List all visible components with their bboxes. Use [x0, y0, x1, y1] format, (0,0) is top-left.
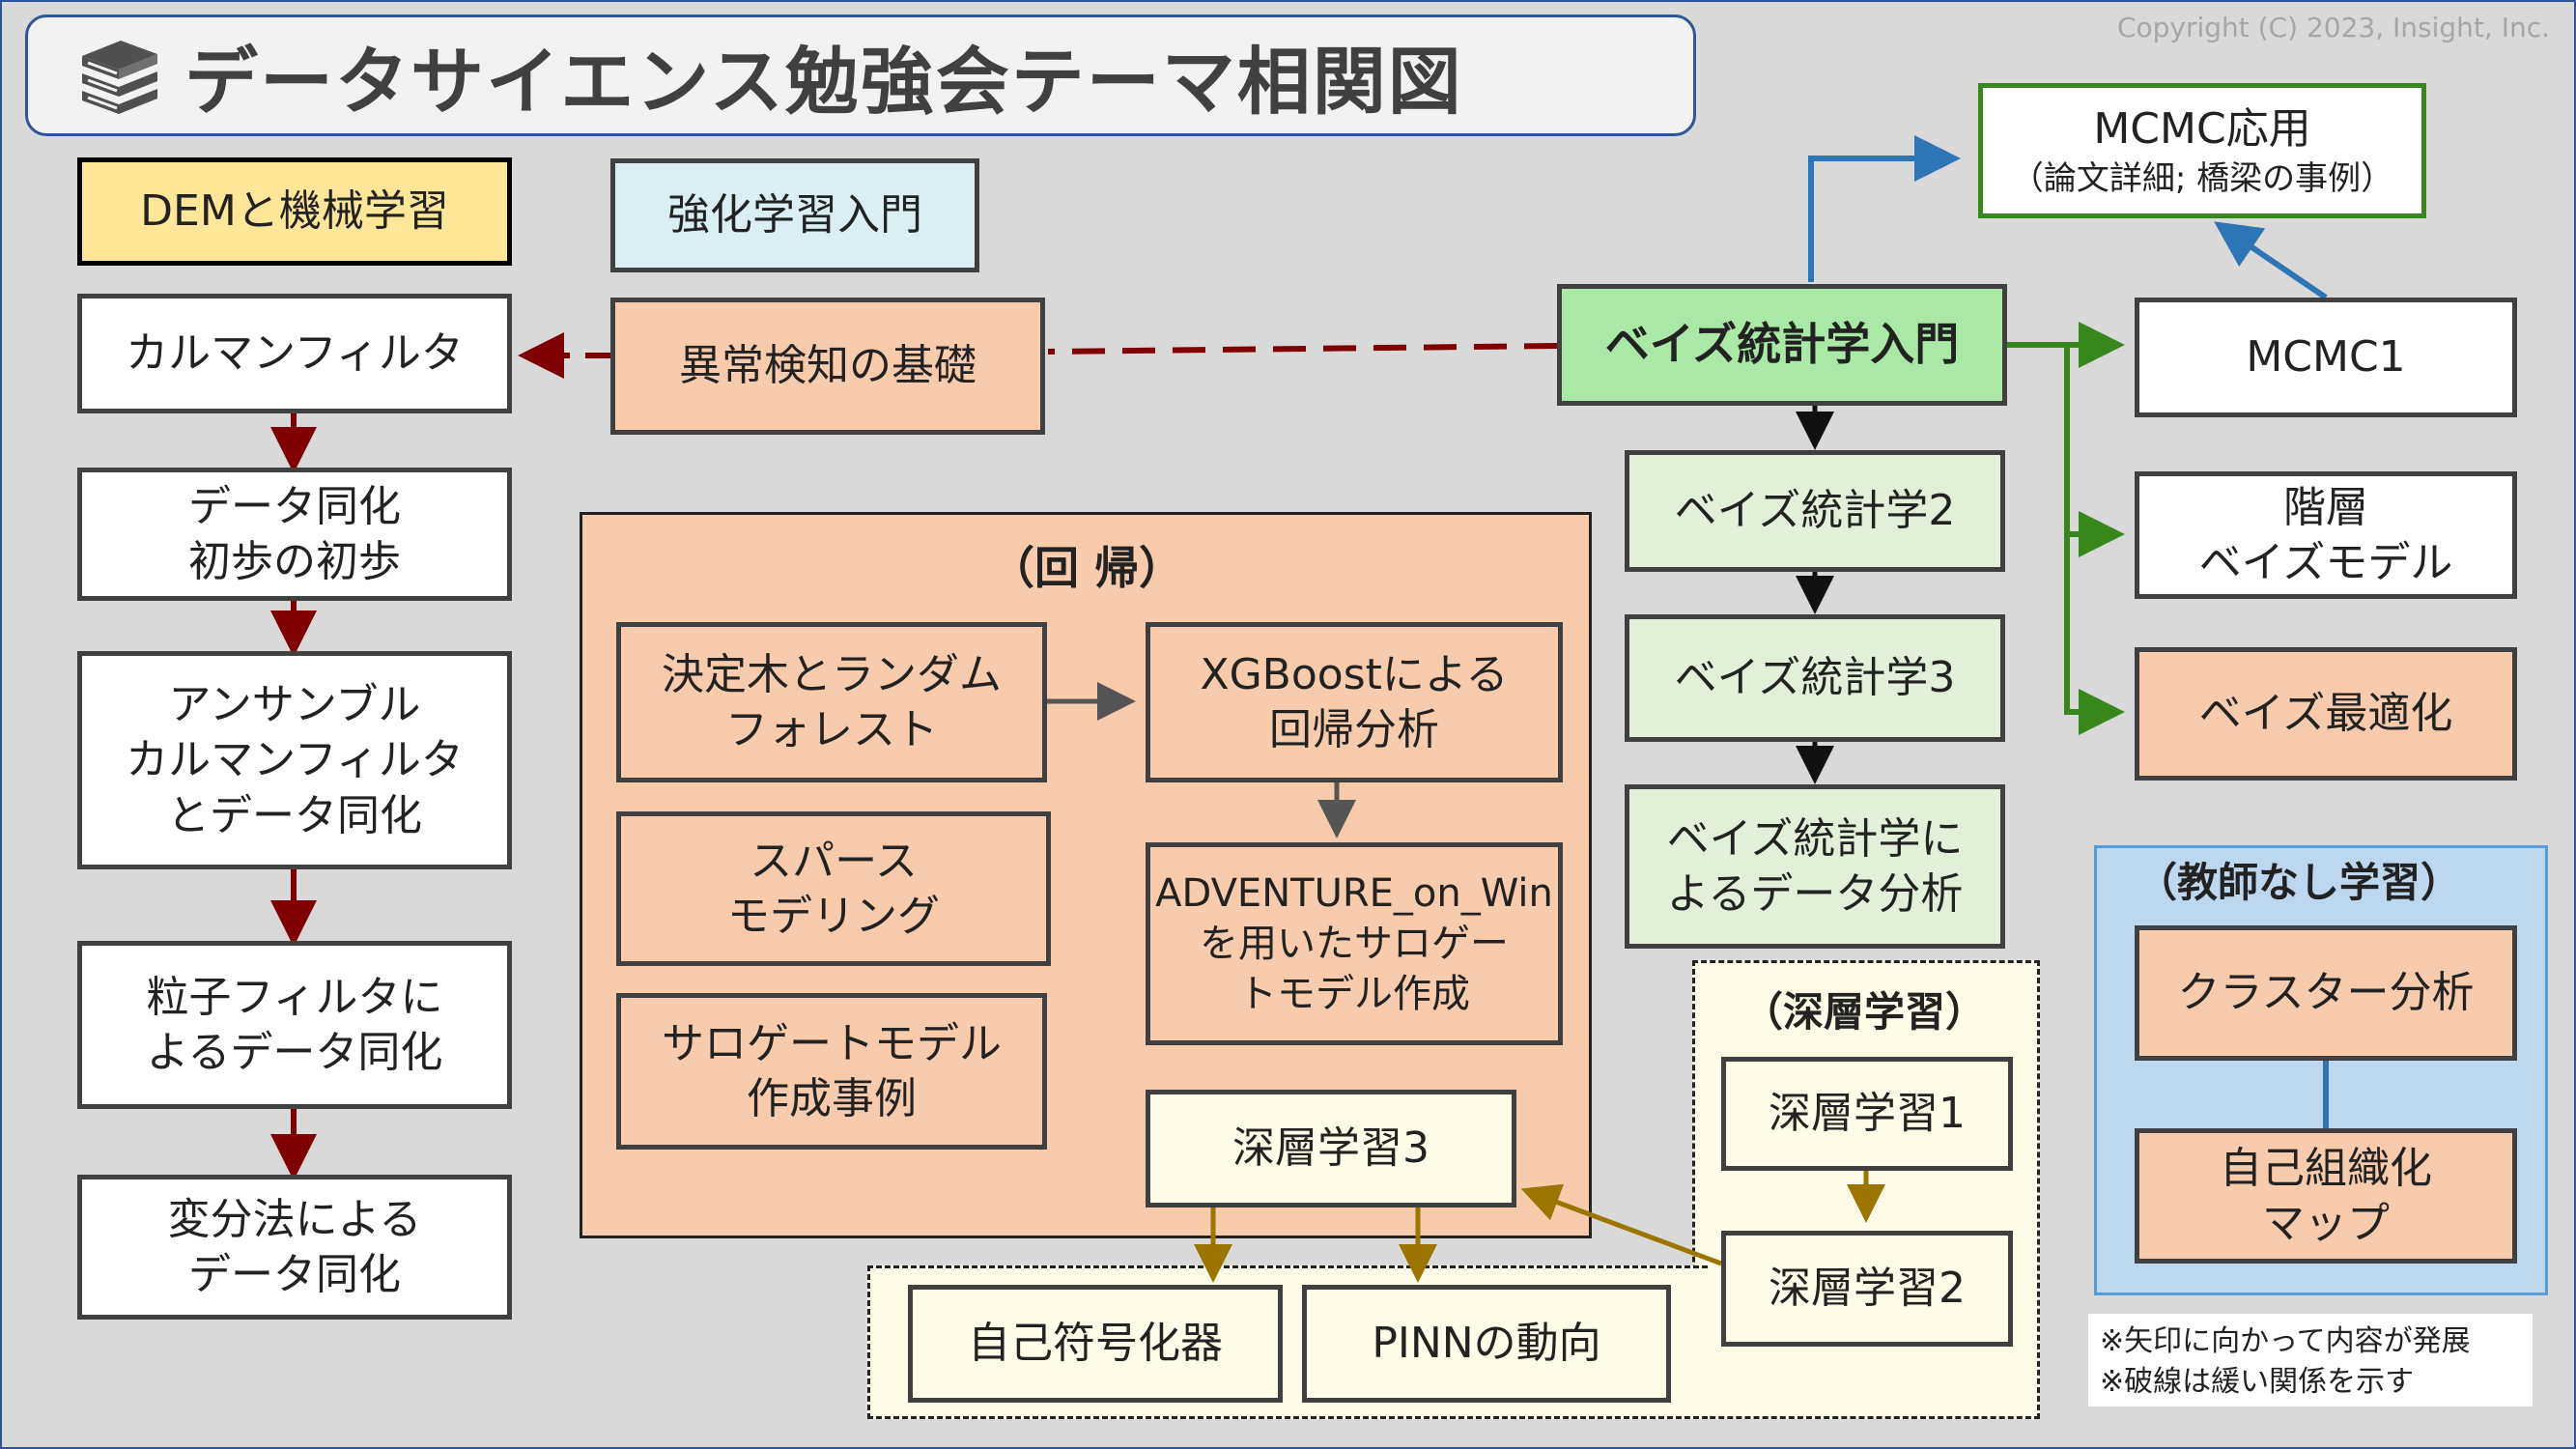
mcmc1-box[interactable]: MCMC1: [2135, 298, 2517, 417]
dl2-label: 深層学習2: [1769, 1264, 1966, 1314]
pinn-label: PINNの動向: [1372, 1319, 1601, 1369]
surrogate-example-box[interactable]: サロゲートモデル 作成事例: [616, 993, 1047, 1150]
som-label: 自己組織化 マップ: [2220, 1143, 2432, 1248]
ensemble-label: アンサンブル カルマンフィルタ とデータ同化: [126, 680, 464, 840]
bayes-optimization-box[interactable]: ベイズ最適化: [2135, 647, 2517, 781]
particle-label: 粒子フィルタに よるデータ同化: [146, 972, 443, 1077]
variational-label: 変分法による データ同化: [167, 1194, 422, 1299]
deep-learning-2-box[interactable]: 深層学習2: [1721, 1231, 2013, 1347]
notes-box: ※矢印に向かって内容が発展 ※破線は緩い関係を示す: [2088, 1314, 2533, 1406]
deep-learning-group-label: （深層学習）: [1741, 988, 1986, 1036]
decision-tree-label: 決定木とランダム フォレスト: [662, 649, 1002, 754]
dem-ml-box[interactable]: DEMと機械学習: [77, 157, 512, 266]
cluster-analysis-box[interactable]: クラスター分析: [2135, 925, 2517, 1061]
adventure-surrogate-box[interactable]: ADVENTURE_on_Win を用いたサロゲー トモデル作成: [1146, 842, 1563, 1045]
mcmc-application-box[interactable]: MCMC応用 （論文詳細; 橋梁の事例）: [1978, 83, 2426, 218]
page-title: データサイエンス勉強会テーマ相関図: [184, 39, 1463, 125]
rl-label: 強化学習入門: [667, 190, 922, 241]
title-banner: データサイエンス勉強会テーマ相関図: [25, 14, 1696, 136]
autoencoder-box[interactable]: 自己符号化器: [908, 1285, 1283, 1403]
hier-label: 階層 ベイズモデル: [2198, 482, 2453, 587]
anomaly-label: 異常検知の基礎: [679, 341, 977, 391]
mcmc-app-title: MCMC応用: [2093, 104, 2311, 155]
assimilation-intro-box[interactable]: データ同化 初歩の初歩: [77, 468, 512, 601]
dl3-label: 深層学習3: [1232, 1123, 1430, 1174]
decision-tree-box[interactable]: 決定木とランダム フォレスト: [616, 622, 1047, 782]
mcmc-app-subtitle: （論文詳細; 橋梁の事例）: [2010, 158, 2394, 198]
dl1-label: 深層学習1: [1769, 1089, 1966, 1139]
bayes-intro-box[interactable]: ベイズ統計学入門: [1557, 284, 2007, 406]
reinforcement-learning-box[interactable]: 強化学習入門: [610, 158, 979, 272]
pinn-box[interactable]: PINNの動向: [1302, 1285, 1671, 1403]
adventure-label: ADVENTURE_on_Win を用いたサロゲー トモデル作成: [1155, 871, 1553, 1016]
autoencoder-label: 自己符号化器: [968, 1319, 1223, 1369]
kalman-filter-box[interactable]: カルマンフィルタ: [77, 294, 512, 413]
assim-intro-label: データ同化 初歩の初歩: [188, 481, 401, 586]
note-dashed-line: ※破線は緩い関係を示す: [2100, 1365, 2415, 1399]
xgboost-box[interactable]: XGBoostによる 回帰分析: [1146, 622, 1563, 782]
self-organizing-map-box[interactable]: 自己組織化 マップ: [2135, 1128, 2517, 1264]
variational-assimilation-box[interactable]: 変分法による データ同化: [77, 1175, 512, 1320]
bayes-intro-label: ベイズ統計学入門: [1604, 318, 1960, 371]
anomaly-detection-box[interactable]: 異常検知の基礎: [610, 298, 1045, 435]
mcmc1-label: MCMC1: [2246, 332, 2406, 383]
bayes-2-label: ベイズ統計学2: [1674, 486, 1956, 536]
sparse-label: スパース モデリング: [727, 836, 940, 941]
ensemble-kalman-box[interactable]: アンサンブル カルマンフィルタ とデータ同化: [77, 651, 512, 869]
bayes-2-box[interactable]: ベイズ統計学2: [1625, 450, 2005, 572]
hierarchical-bayes-box[interactable]: 階層 ベイズモデル: [2135, 471, 2517, 599]
bayes-analysis-box[interactable]: ベイズ統計学に よるデータ分析: [1625, 784, 2005, 949]
cluster-label: クラスター分析: [2177, 968, 2475, 1018]
bayes-3-box[interactable]: ベイズ統計学3: [1625, 614, 2005, 742]
particle-filter-box[interactable]: 粒子フィルタに よるデータ同化: [77, 941, 512, 1109]
opt-label: ベイズ最適化: [2198, 689, 2453, 739]
surrogate-label: サロゲートモデル 作成事例: [662, 1018, 1002, 1123]
xgboost-label: XGBoostによる 回帰分析: [1200, 649, 1509, 754]
copyright-text: Copyright (C) 2023, Insight, Inc.: [2116, 12, 2550, 43]
kalman-label: カルマンフィルタ: [126, 328, 464, 379]
unsupervised-group-label: （教師なし学習）: [2136, 859, 2461, 906]
regression-group-label: （回 帰）: [989, 542, 1183, 594]
deep-learning-3-box[interactable]: 深層学習3: [1146, 1090, 1516, 1208]
dem-ml-label: DEMと機械学習: [140, 186, 449, 237]
books-icon: [74, 31, 163, 120]
bayes-3-label: ベイズ統計学3: [1674, 653, 1956, 703]
deep-learning-1-box[interactable]: 深層学習1: [1721, 1057, 2013, 1171]
sparse-modeling-box[interactable]: スパース モデリング: [616, 811, 1051, 966]
bayes-analysis-label: ベイズ統計学に よるデータ分析: [1666, 813, 1964, 919]
note-arrow-direction: ※矢印に向かって内容が発展: [2100, 1324, 2471, 1358]
